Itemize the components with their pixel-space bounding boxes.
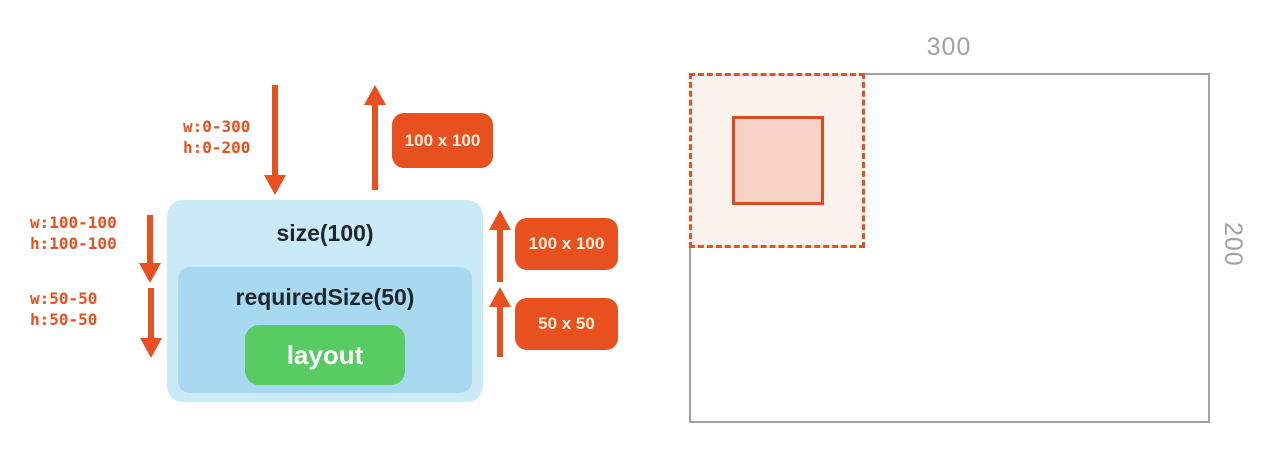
size-modifier-label: size(100) [276,220,374,246]
incoming-constraints-width: w:0-300 [183,117,251,136]
size-constraints-down-arrow-icon [139,215,161,283]
layout-box: layout [245,325,405,385]
layout-result-up-arrow-icon [489,287,511,357]
parent-width-label: 300 [926,33,972,61]
size-up-arrow-icon [364,85,386,190]
size-constraints-width: w:100-100 [30,213,117,232]
required-size-constraints-down-arrow-icon [140,288,162,358]
required-size-constraints-height: h:50-50 [30,310,98,329]
constraints-down-arrow-icon [264,85,286,195]
required-size-constraints-width: w:50-50 [30,289,98,308]
measured-size-badge-top: 100 x 100 [392,113,493,168]
incoming-constraints-height: h:0-200 [183,138,251,157]
measured-size-badge-middle: 100 x 100 [515,218,618,270]
required-size-modifier-box: requiredSize(50) layout [178,267,472,393]
required-size-constraints-label: w:50-50 h:50-50 [30,288,97,330]
measured-size-badge-bottom: 50 x 50 [515,298,618,350]
size-constraints-label: w:100-100 h:100-100 [30,212,117,254]
placed-child-square [732,116,824,205]
parent-height-label: 200 [1219,222,1247,267]
size-result-up-arrow-icon [489,210,511,282]
required-size-modifier-label: requiredSize(50) [235,283,415,310]
incoming-constraints-label: w:0-300 h:0-200 [183,116,250,158]
size-constraints-height: h:100-100 [30,234,117,253]
size-modifier-box: size(100) requiredSize(50) layout [167,200,483,402]
